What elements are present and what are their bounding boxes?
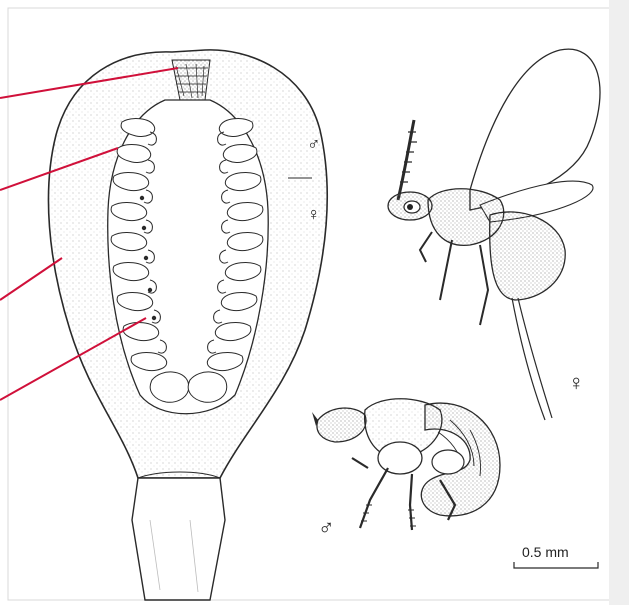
fig-female-label: ♀ bbox=[307, 204, 321, 224]
female-wasp-label: ♀ bbox=[568, 370, 585, 395]
fig-peduncle bbox=[132, 478, 225, 600]
male-femur bbox=[378, 442, 422, 474]
scale-bar-label: 0.5 mm bbox=[522, 544, 569, 560]
male-wasp-label: ♂ bbox=[318, 515, 335, 540]
page-gutter-shadow bbox=[609, 0, 629, 605]
fig-male-label: ♂ bbox=[307, 134, 321, 154]
